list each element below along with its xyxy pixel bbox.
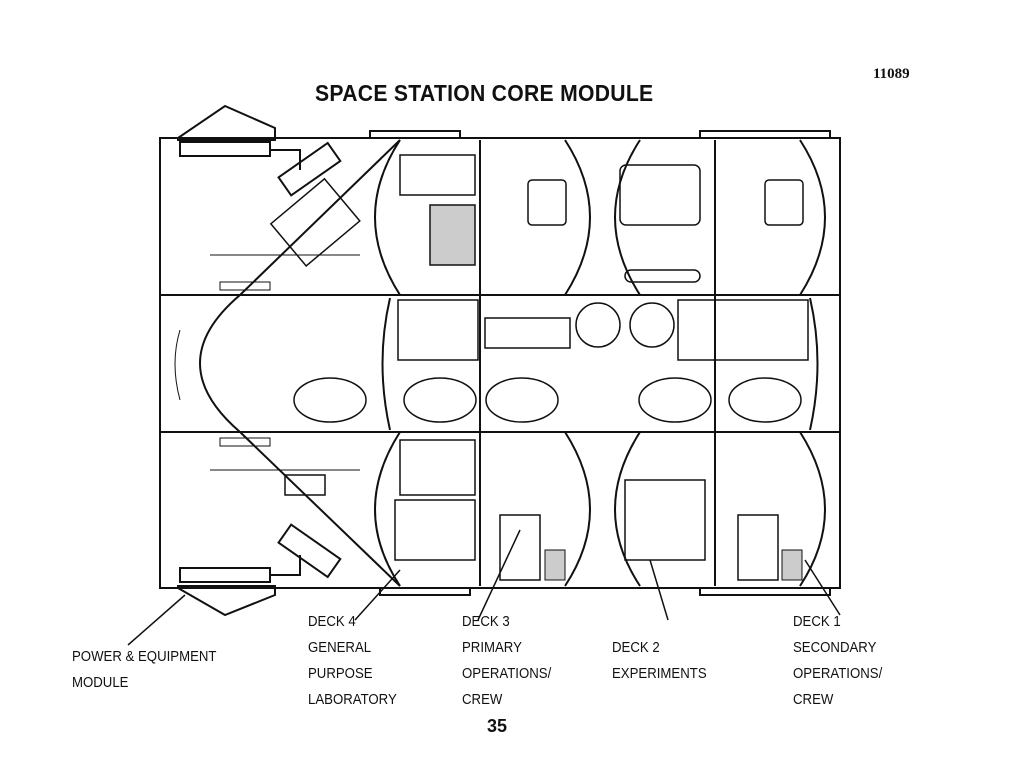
hull-outline bbox=[159, 137, 841, 589]
label-line: PRIMARY bbox=[462, 639, 522, 656]
deck-4-shell bbox=[374, 139, 481, 587]
figure-code: 11089 bbox=[873, 66, 910, 82]
label-deck-4: DECK 4 GENERAL PURPOSE LABORATORY bbox=[308, 609, 397, 713]
label-deck-3: DECK 3 PRIMARY OPERATIONS/ CREW bbox=[462, 609, 551, 713]
label-line: OPERATIONS/ bbox=[462, 665, 552, 682]
label-line: CREW bbox=[462, 691, 503, 708]
label-deck-1: DECK 1 SECONDARY OPERATIONS/ CREW bbox=[793, 609, 882, 713]
deck-2-shell bbox=[614, 139, 716, 587]
label-line: OPERATIONS/ bbox=[793, 665, 883, 682]
label-line: DECK 1 bbox=[793, 613, 841, 630]
label-line: GENERAL bbox=[308, 639, 372, 656]
deck-1-shell bbox=[737, 139, 826, 587]
deck-3-shell bbox=[499, 139, 591, 587]
label-line: MODULE bbox=[72, 674, 129, 691]
label-line: POWER & EQUIPMENT bbox=[72, 648, 217, 665]
label-line: LABORATORY bbox=[308, 691, 397, 708]
label-line: EXPERIMENTS bbox=[612, 665, 707, 682]
power-module-top bbox=[177, 104, 342, 197]
power-module-bottom bbox=[177, 523, 342, 617]
page-number: 35 bbox=[487, 716, 508, 736]
label-deck-2: DECK 2 EXPERIMENTS bbox=[612, 635, 707, 687]
label-line: DECK 3 bbox=[462, 613, 510, 630]
diagram-title: SPACE STATION CORE MODULE bbox=[315, 80, 654, 106]
label-line: CREW bbox=[793, 691, 834, 708]
label-line: SECONDARY bbox=[793, 639, 877, 656]
label-line: PURPOSE bbox=[308, 665, 373, 682]
label-power-module: POWER & EQUIPMENT MODULE bbox=[72, 644, 216, 696]
label-line: DECK 4 bbox=[308, 613, 356, 630]
label-line: DECK 2 bbox=[612, 639, 660, 656]
